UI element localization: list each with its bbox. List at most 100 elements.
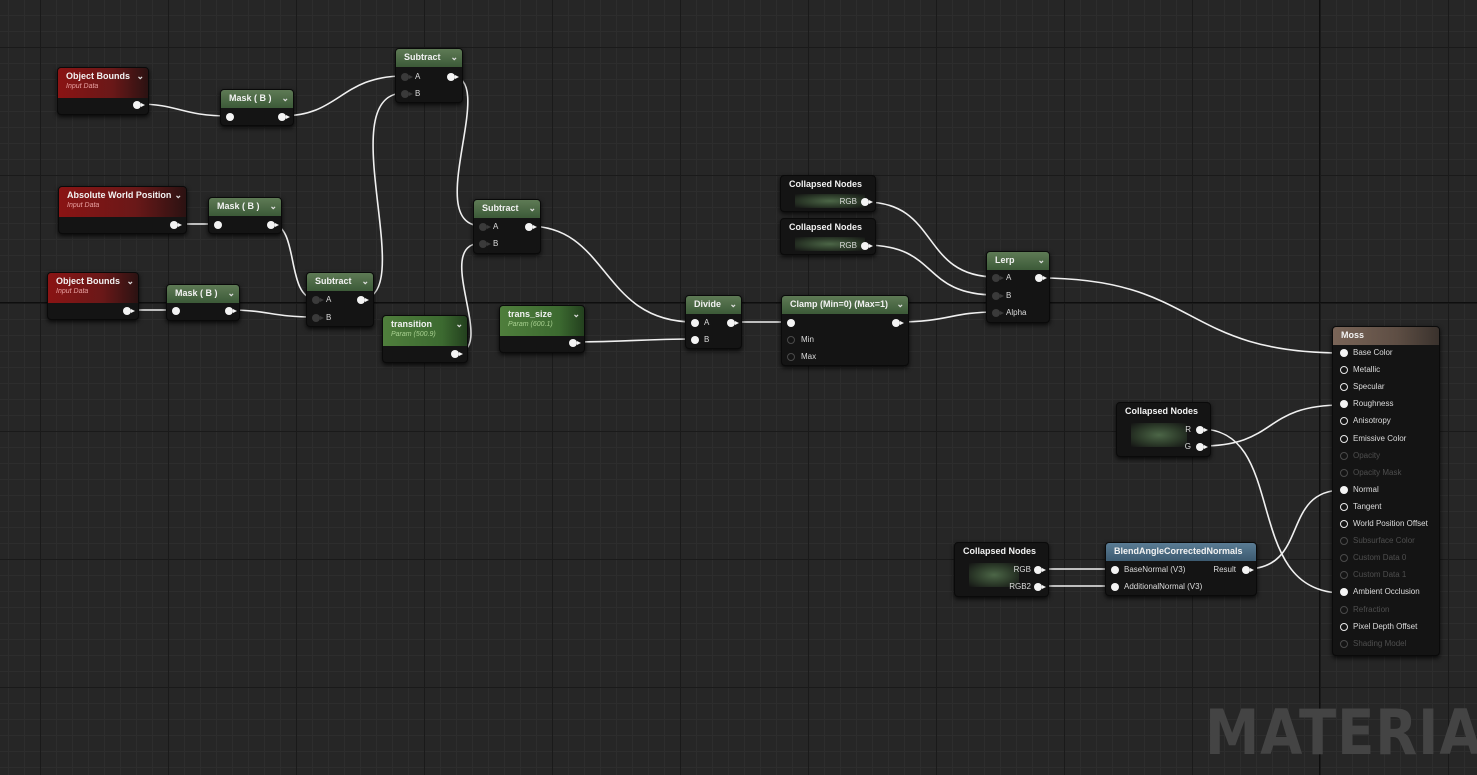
input-pin-b[interactable] <box>691 336 699 344</box>
output-pin[interactable] <box>225 307 237 315</box>
output-pin-result[interactable] <box>1242 566 1254 574</box>
subtract-node-3[interactable]: Subtract ⌄ A B <box>473 199 541 254</box>
input-pin-base-normal[interactable] <box>1111 566 1119 574</box>
subtract-node-2[interactable]: Subtract ⌄ A B <box>306 272 374 327</box>
input-pin[interactable] <box>226 113 234 121</box>
material-input-pin[interactable] <box>1340 451 1348 460</box>
output-pin-rgb2[interactable] <box>1034 583 1046 591</box>
collapsed-nodes-4[interactable]: Collapsed Nodes RGB RGB2 <box>954 542 1049 597</box>
wire-col3r-mossao <box>1199 428 1344 594</box>
material-input-pin[interactable] <box>1340 485 1348 494</box>
output-pin[interactable] <box>447 73 459 81</box>
chevron-down-icon[interactable]: ⌄ <box>227 288 235 298</box>
material-input-pin[interactable] <box>1340 400 1348 409</box>
material-input-pin[interactable] <box>1340 622 1348 631</box>
chevron-down-icon[interactable]: ⌄ <box>572 309 580 319</box>
output-pin[interactable] <box>569 339 581 347</box>
material-input-pin[interactable] <box>1340 502 1348 511</box>
output-pin-r[interactable] <box>1196 426 1208 434</box>
material-input-pin[interactable] <box>1340 366 1348 375</box>
material-input-pin[interactable] <box>1340 554 1348 563</box>
input-pin-b[interactable] <box>401 90 413 98</box>
output-pin[interactable] <box>267 221 279 229</box>
mask-node-2[interactable]: Mask ( B ) ⌄ <box>208 197 282 234</box>
node-subtitle: Param (500.9) <box>391 331 436 338</box>
output-pin[interactable] <box>892 319 904 327</box>
mask-node-3[interactable]: Mask ( B ) ⌄ <box>166 284 240 321</box>
mask-node-1[interactable]: Mask ( B ) ⌄ <box>220 89 294 126</box>
material-input-pin[interactable] <box>1340 520 1348 528</box>
output-pin[interactable] <box>861 242 873 250</box>
node-header: Mask ( B ) ⌄ <box>221 90 293 108</box>
output-pin-g[interactable] <box>1196 443 1208 451</box>
output-pin[interactable] <box>133 101 145 109</box>
lerp-node[interactable]: Lerp ⌄ A B Alpha <box>986 251 1050 323</box>
chevron-down-icon[interactable]: ⌄ <box>896 299 904 309</box>
object-bounds-node-2[interactable]: Object Bounds Input Data ⌄ <box>47 272 139 320</box>
material-input-pin[interactable] <box>1340 639 1348 648</box>
input-pin[interactable] <box>172 307 180 315</box>
node-title: Collapsed Nodes <box>789 179 863 189</box>
output-pin[interactable] <box>727 319 739 327</box>
input-pin-min[interactable] <box>787 336 795 344</box>
input-pin-a[interactable] <box>691 319 699 327</box>
output-pin[interactable] <box>861 198 873 206</box>
output-pin[interactable] <box>278 113 290 121</box>
material-input-pin[interactable] <box>1340 434 1348 443</box>
chevron-down-icon[interactable]: ⌄ <box>174 190 182 200</box>
chevron-down-icon[interactable]: ⌄ <box>1037 255 1045 265</box>
output-pin[interactable] <box>123 307 135 315</box>
chevron-down-icon[interactable]: ⌄ <box>528 203 536 213</box>
output-pin[interactable] <box>451 350 463 358</box>
chevron-down-icon[interactable]: ⌄ <box>450 52 458 62</box>
input-pin-max[interactable] <box>787 353 795 361</box>
material-input-pin[interactable] <box>1340 417 1348 426</box>
material-input-pin[interactable] <box>1340 571 1348 580</box>
output-pin[interactable] <box>1035 274 1047 282</box>
clamp-node[interactable]: Clamp (Min=0) (Max=1) ⌄ Min Max <box>781 295 909 366</box>
input-pin-b[interactable] <box>479 240 491 248</box>
wire-col2-lerpb <box>864 244 997 296</box>
input-pin-a[interactable] <box>992 274 1004 282</box>
divide-node[interactable]: Divide ⌄ A B <box>685 295 742 349</box>
input-pin-alpha[interactable] <box>992 309 1004 317</box>
collapsed-nodes-2[interactable]: Collapsed Nodes RGB <box>780 218 876 255</box>
trans-size-param-node[interactable]: trans_size Param (600.1) ⌄ <box>499 305 585 353</box>
input-pin[interactable] <box>787 319 795 327</box>
input-pin-b[interactable] <box>312 314 324 322</box>
chevron-down-icon[interactable]: ⌄ <box>281 93 289 103</box>
material-input-pin[interactable] <box>1340 383 1348 392</box>
object-bounds-node-1[interactable]: Object Bounds Input Data ⌄ <box>57 67 149 115</box>
chevron-down-icon[interactable]: ⌄ <box>269 201 277 211</box>
output-pin[interactable] <box>525 223 537 231</box>
input-pin-a[interactable] <box>401 73 413 81</box>
input-pin-a[interactable] <box>479 223 491 231</box>
output-pin[interactable] <box>170 221 182 229</box>
collapsed-nodes-3[interactable]: Collapsed Nodes R G <box>1116 402 1211 457</box>
chevron-down-icon[interactable]: ⌄ <box>136 71 144 81</box>
material-input-pin[interactable] <box>1340 588 1348 597</box>
chevron-down-icon[interactable]: ⌄ <box>361 276 369 286</box>
collapsed-nodes-1[interactable]: Collapsed Nodes RGB <box>780 175 876 212</box>
material-input-pin[interactable] <box>1340 537 1348 546</box>
material-input-pin[interactable] <box>1340 605 1348 614</box>
absolute-world-position-node[interactable]: Absolute World Position Input Data ⌄ <box>58 186 187 234</box>
output-pin-rgb[interactable] <box>1034 566 1046 574</box>
chevron-down-icon[interactable]: ⌄ <box>126 276 134 286</box>
material-input-pin[interactable] <box>1340 349 1348 357</box>
input-pin[interactable] <box>214 221 222 229</box>
blend-angle-corrected-normals-node[interactable]: BlendAngleCorrectedNormals BaseNormal (V… <box>1105 542 1257 596</box>
material-input-label: Roughness <box>1353 399 1394 409</box>
input-pin-b[interactable] <box>992 292 1004 300</box>
subtract-node-1[interactable]: Subtract ⌄ A B <box>395 48 463 103</box>
input-pin-additional-normal[interactable] <box>1111 583 1119 591</box>
chevron-down-icon[interactable]: ⌄ <box>729 299 737 309</box>
material-input-pin[interactable] <box>1340 468 1348 477</box>
input-pin-a[interactable] <box>312 296 324 304</box>
output-pin[interactable] <box>357 296 369 304</box>
transition-param-node[interactable]: transition Param (500.9) ⌄ <box>382 315 468 363</box>
pin-label-rgb: RGB <box>839 241 857 250</box>
chevron-down-icon[interactable]: ⌄ <box>455 319 463 329</box>
